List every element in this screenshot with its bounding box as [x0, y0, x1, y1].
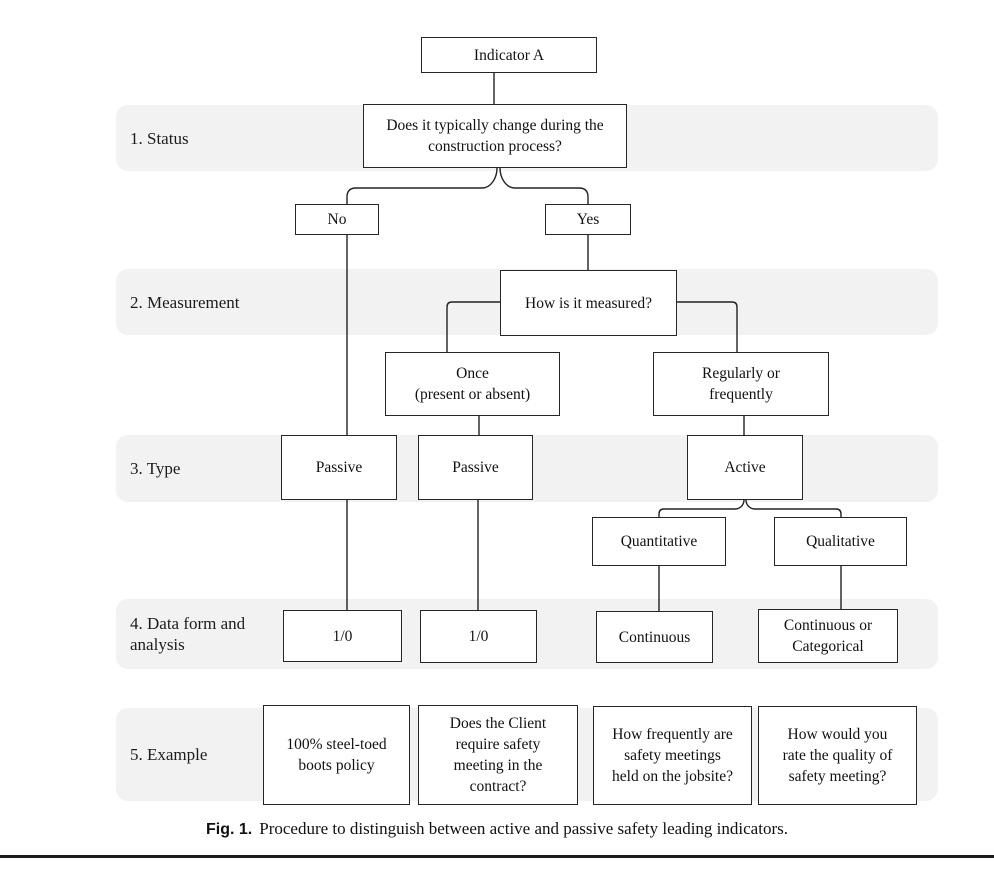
- figure-caption-text: Procedure to distinguish between active …: [259, 819, 788, 838]
- node-example-once: Does the Client require safety meeting i…: [418, 705, 578, 805]
- node-quantitative: Quantitative: [592, 517, 726, 566]
- node-measure-question: How is it measured?: [500, 270, 677, 336]
- node-data-form-no: 1/0: [283, 610, 402, 662]
- node-status-question: Does it typically change during the cons…: [363, 104, 627, 168]
- node-example-no: 100% steel-toed boots policy: [263, 705, 410, 805]
- node-example-qualitative: How would you rate the quality of safety…: [758, 706, 917, 805]
- node-qualitative: Qualitative: [774, 517, 907, 566]
- row-label-data-form: 4. Data form and analysis: [130, 614, 246, 654]
- node-regularly: Regularly or frequently: [653, 352, 829, 416]
- node-once: Once (present or absent): [385, 352, 560, 416]
- node-data-form-once: 1/0: [420, 610, 537, 663]
- row-label-measurement: 2. Measurement: [130, 292, 240, 312]
- node-passive-1: Passive: [281, 435, 397, 500]
- connector-status-split-to-yes: [499, 167, 589, 204]
- node-example-quantitative: How frequently are safety meetings held …: [593, 706, 752, 805]
- node-active: Active: [687, 435, 803, 500]
- figure-caption: Fig. 1. Procedure to distinguish between …: [0, 819, 994, 839]
- node-indicator-a: Indicator A: [421, 37, 597, 73]
- row-label-status: 1. Status: [130, 128, 189, 148]
- figure-caption-label: Fig. 1.: [206, 821, 253, 838]
- node-no: No: [295, 204, 379, 235]
- connector-active-split-to-quantitative: [658, 499, 745, 517]
- node-data-form-qualitative: Continuous or Categorical: [758, 609, 898, 663]
- connector-active-split-to-qualitative: [745, 499, 842, 517]
- row-label-example: 5. Example: [130, 745, 208, 764]
- page-bottom-rule: [0, 855, 994, 858]
- node-passive-2: Passive: [418, 435, 533, 500]
- connector-status-split-to-no: [346, 167, 498, 204]
- row-label-type: 3. Type: [130, 459, 181, 478]
- node-data-form-quantitative: Continuous: [596, 611, 713, 663]
- node-yes: Yes: [545, 204, 631, 235]
